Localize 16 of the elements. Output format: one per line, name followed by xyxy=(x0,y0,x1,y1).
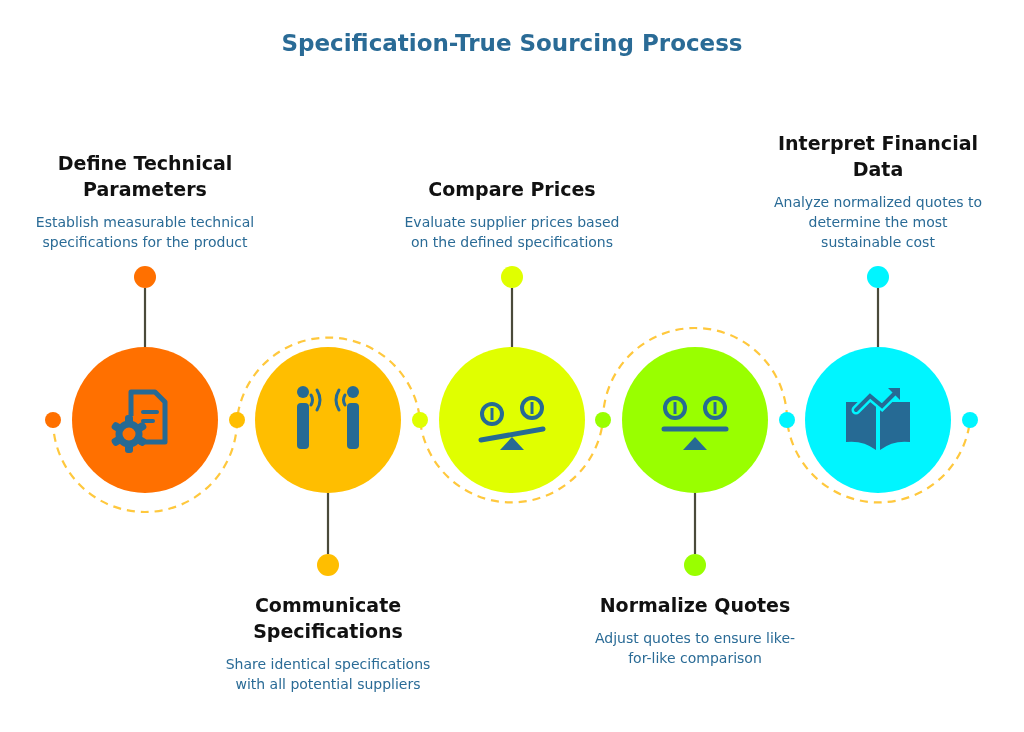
leader-line xyxy=(143,288,147,347)
leader-line xyxy=(693,493,697,554)
step-description: Share identical specifications with all potential suppliers xyxy=(224,655,432,694)
title: Specification-True Sourcing Process xyxy=(280,30,744,56)
step-description: Analyze normalized quotes to determine the most sustainable cost xyxy=(772,193,984,252)
step-heading: Communicate Specifications xyxy=(252,593,404,644)
leader-line xyxy=(510,288,514,347)
step-description: Adjust quotes to ensure like-for-like comparison xyxy=(593,629,797,668)
step-description: Establish measurable technical specifications for the product xyxy=(35,213,255,252)
leader-line xyxy=(876,288,880,347)
step-heading: Define Technical Parameters xyxy=(56,151,234,202)
step-description: Evaluate supplier prices based on the defined specifications xyxy=(403,213,621,252)
step-heading: Normalize Quotes xyxy=(598,593,792,618)
step-heading: Compare Prices xyxy=(427,177,597,202)
leader-line xyxy=(326,493,330,554)
step-heading: Interpret Financial Data xyxy=(777,131,979,182)
